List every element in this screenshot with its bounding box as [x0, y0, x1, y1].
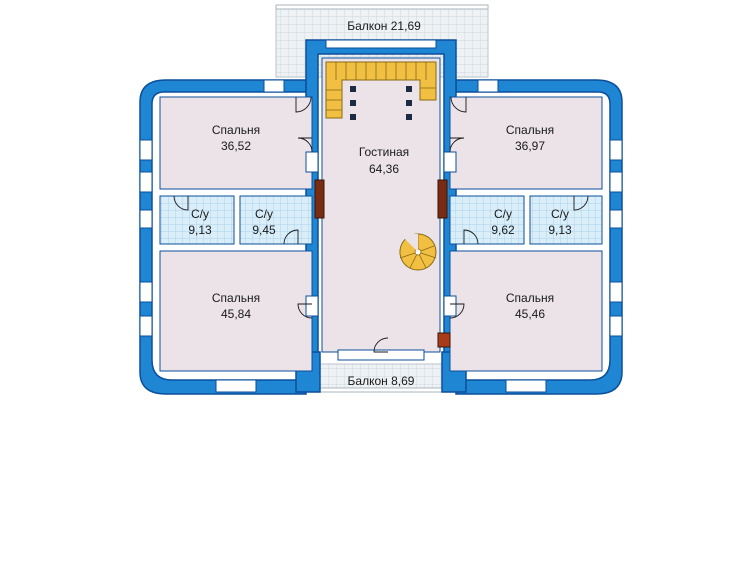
balcony-bottom-label: Балкон 8,69	[348, 374, 415, 388]
bath-1-floor	[159, 195, 235, 245]
balcony-railing-top	[275, 4, 489, 10]
bath-3-floor	[449, 195, 525, 245]
bedroom-sw-area: 45,84	[221, 307, 251, 321]
balcony-railing-bottom	[317, 387, 445, 393]
bath-2-area: 9,45	[252, 223, 276, 237]
bath-4-area: 9,13	[548, 223, 572, 237]
bedroom-nw-name: Спальня	[212, 123, 260, 137]
room-floors	[159, 57, 603, 372]
bedroom-nw-area: 36,52	[221, 139, 251, 153]
bedroom-ne-floor	[449, 96, 603, 190]
windows	[139, 39, 623, 393]
living-area: 64,36	[369, 162, 399, 176]
bedroom-sw-floor	[159, 250, 313, 372]
door-swings	[173, 96, 589, 353]
balcony-top-label: Балкон 21,69	[347, 19, 421, 33]
bedroom-se-floor	[449, 250, 603, 372]
living-name: Гостиная	[359, 145, 409, 159]
room-labels: Спальня 36,52 Спальня 36,97 Гостиная 64,…	[188, 19, 572, 388]
balcony-bottom	[317, 363, 445, 393]
bath-2-name: С/у	[255, 207, 273, 221]
bedroom-ne-name: Спальня	[506, 123, 554, 137]
bath-4-name: С/у	[551, 207, 569, 221]
bedroom-se-name: Спальня	[506, 291, 554, 305]
bedroom-sw-name: Спальня	[212, 291, 260, 305]
bath-3-area: 9,62	[491, 223, 515, 237]
chimney	[437, 332, 451, 348]
spiral-staircase	[399, 233, 437, 271]
main-staircase	[325, 61, 437, 120]
bath-3-name: С/у	[494, 207, 512, 221]
bath-4-floor	[529, 195, 603, 245]
bath-2-floor	[239, 195, 313, 245]
bedroom-nw-floor	[159, 96, 313, 190]
bedroom-ne-area: 36,97	[515, 139, 545, 153]
bath-1-name: С/у	[191, 207, 209, 221]
bath-1-area: 9,13	[188, 223, 212, 237]
bedroom-se-area: 45,46	[515, 307, 545, 321]
vent-blocks	[314, 179, 451, 348]
